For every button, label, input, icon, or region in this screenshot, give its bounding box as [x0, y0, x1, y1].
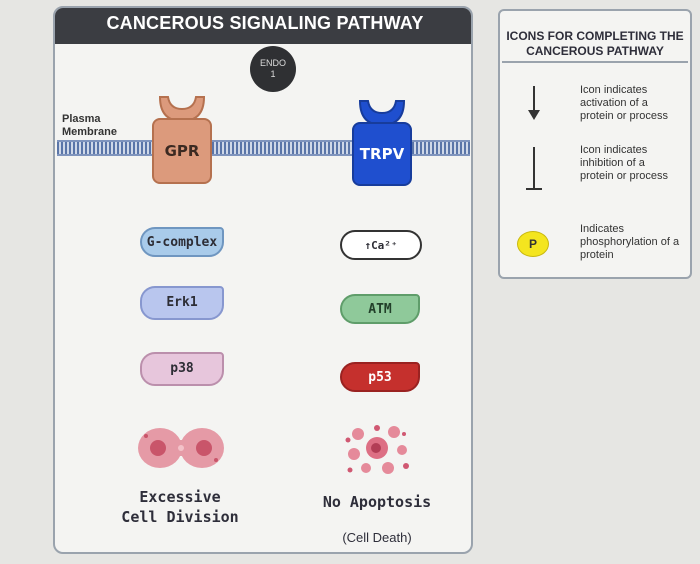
p53-tag: p53	[340, 362, 420, 392]
increase-arrow-icon: ↑	[364, 239, 372, 252]
activation-arrow-icon	[528, 86, 540, 120]
endo-badge: ENDO 1	[250, 46, 296, 92]
calcium-label: Ca²⁺	[371, 239, 398, 252]
apoptotic-cell-icon	[345, 425, 409, 474]
phosphorylation-description: Indicates phosphorylation of a protein	[580, 223, 680, 261]
outcome-cell-death-note: (Cell Death)	[342, 530, 412, 545]
outcome-excessive-cell-division: Excessive Cell Division	[121, 488, 239, 526]
phosphorylation-badge-icon: P	[517, 231, 549, 257]
g-complex-tag: G-complex	[140, 227, 224, 257]
main-panel: CANCEROUS SIGNALING PATHWAY	[53, 6, 473, 554]
membrane-segment-left	[57, 140, 152, 156]
atm-tag: ATM	[340, 294, 420, 324]
trpv-receptor: TRPV	[352, 122, 412, 186]
endo-badge-number: 1	[270, 69, 276, 79]
outcome-no-apoptosis: No Apoptosis	[322, 493, 432, 511]
icon-key-panel: ICONS FOR COMPLETING THE CANCEROUS PATHW…	[498, 9, 692, 279]
dividing-cell-icon	[138, 428, 224, 468]
inhibition-description: Icon indicates inhibition of a protein o…	[580, 144, 669, 182]
membrane-segment-right	[412, 140, 470, 156]
membrane-segment-middle	[212, 140, 352, 156]
main-title: CANCEROUS SIGNALING PATHWAY	[106, 13, 424, 33]
inhibition-bar-icon	[526, 147, 542, 190]
endo-badge-label: ENDO	[259, 58, 286, 68]
erk1-tag: Erk1	[140, 286, 224, 320]
gpr-receptor: GPR	[152, 118, 212, 184]
key-divider	[502, 61, 688, 63]
activation-description: Icon indicates activation of a protein o…	[580, 84, 669, 122]
calcium-increase-tag: ↑Ca²⁺	[340, 230, 422, 260]
p38-tag: p38	[140, 352, 224, 386]
key-title: ICONS FOR COMPLETING THE CANCEROUS PATHW…	[506, 29, 684, 58]
main-header	[55, 8, 471, 44]
plasma-membrane-label: Plasma Membrane	[62, 113, 118, 138]
